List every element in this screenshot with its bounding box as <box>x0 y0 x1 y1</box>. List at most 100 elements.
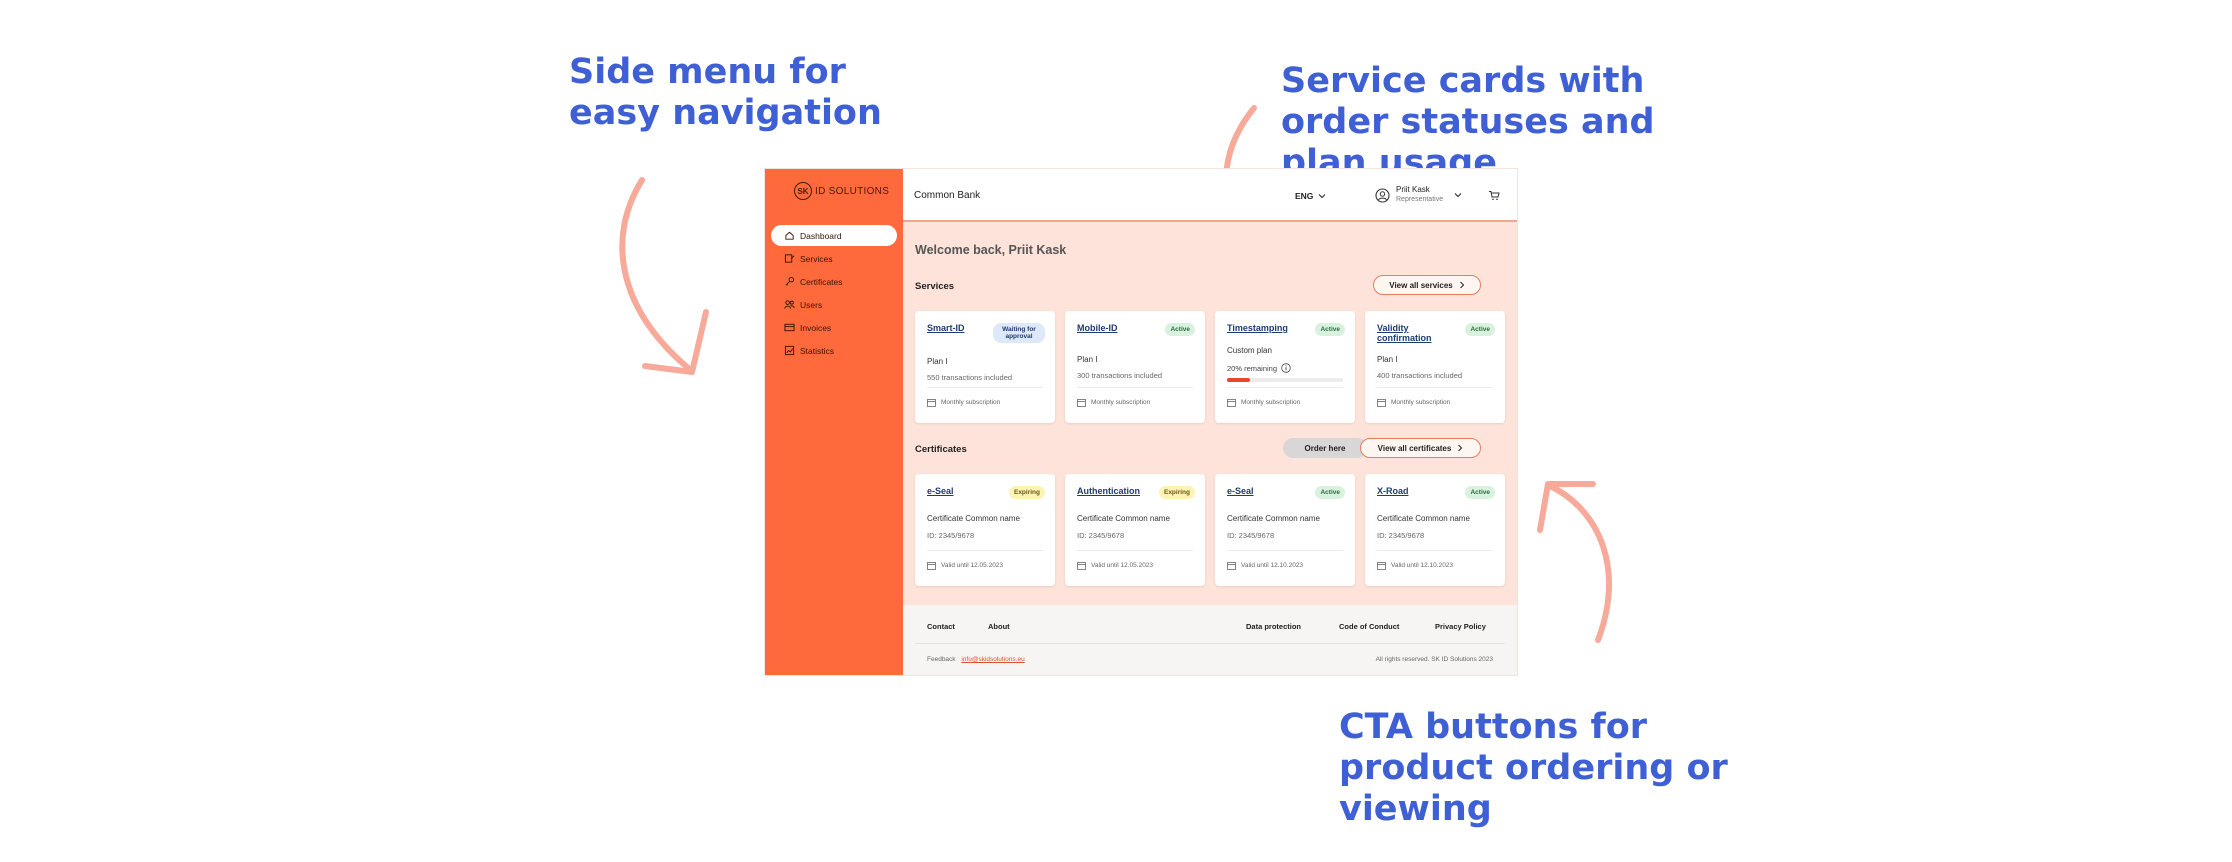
certificate-card-e-seal[interactable]: e-Seal Expiring Certificate Common name … <box>915 474 1055 586</box>
chevron-right-icon <box>1459 281 1464 289</box>
plan-name: Custom plan <box>1227 346 1272 355</box>
plan-name: Plan I <box>1377 355 1398 364</box>
sidebar-item-dashboard[interactable]: Dashboard <box>771 225 897 246</box>
progress-fill <box>1227 378 1251 382</box>
certificate-name: Certificate Common name <box>1227 514 1320 523</box>
arrow-to-cta-buttons <box>1547 483 1613 643</box>
status-badge: Expiring <box>1158 486 1195 499</box>
chart-icon <box>784 345 795 356</box>
footer-link-about[interactable]: About <box>988 622 1010 631</box>
brand-logo[interactable]: SK ID SOLUTIONS <box>794 182 889 200</box>
certificate-card-authentication[interactable]: Authentication Expiring Certificate Comm… <box>1065 474 1205 586</box>
status-badge: Waiting for approval <box>993 323 1045 343</box>
certificate-card-x-road[interactable]: X-Road Active Certificate Common name ID… <box>1365 474 1505 586</box>
certificate-card-e-seal-2[interactable]: e-Seal Active Certificate Common name ID… <box>1215 474 1355 586</box>
button-label: Order here <box>1304 443 1346 453</box>
arrow-to-cta-buttons-head <box>1537 481 1596 533</box>
divider <box>1077 387 1193 388</box>
service-card-smart-id[interactable]: Smart-ID Waiting for approval Plan I 550… <box>915 311 1055 423</box>
plan-name: Plan I <box>927 357 948 366</box>
plan-name: Plan I <box>1077 355 1098 364</box>
card-title[interactable]: X-Road <box>1377 486 1409 496</box>
services-section-title: Services <box>915 281 955 292</box>
footer-link-privacy-policy[interactable]: Privacy Policy <box>1435 622 1486 631</box>
footer-link-data-protection[interactable]: Data protection <box>1246 622 1302 631</box>
user-menu[interactable]: Priit Kask Representative <box>1375 185 1443 205</box>
footer-link-contact[interactable]: Contact <box>927 622 955 631</box>
sidebar-item-label: Certificates <box>800 276 843 287</box>
divider <box>1227 550 1343 551</box>
card-title[interactable]: Authentication <box>1077 486 1140 496</box>
annotation-side-menu: Side menu for easy navigation <box>569 52 882 133</box>
certificate-id: ID: 2345/9678 <box>1227 531 1275 540</box>
side-menu: Dashboard Services Certificates Users In… <box>771 225 897 363</box>
sidebar-item-services[interactable]: Services <box>771 248 897 269</box>
home-icon <box>785 231 794 240</box>
card-title[interactable]: Smart-ID <box>927 323 965 333</box>
plan-usage: 400 transactions included <box>1377 371 1463 380</box>
card-title[interactable]: Timestamping <box>1227 323 1288 333</box>
welcome-heading: Welcome back, Priit Kask <box>915 243 1067 257</box>
sidebar-item-statistics[interactable]: Statistics <box>771 340 897 361</box>
service-card-mobile-id[interactable]: Mobile-ID Active Plan I 300 transactions… <box>1065 311 1205 423</box>
language-selector[interactable]: ENG <box>1295 191 1326 201</box>
order-here-button[interactable]: Order here <box>1283 438 1367 458</box>
cart-icon[interactable] <box>1488 190 1500 201</box>
card-footer: Valid until 12.05.2023 <box>927 561 1003 570</box>
certificates-section-title: Certificates <box>915 444 967 455</box>
calendar-icon <box>1227 562 1236 570</box>
top-bar: Common Bank ENG Priit Kask Representativ… <box>903 169 1517 222</box>
info-icon[interactable] <box>1281 363 1291 373</box>
user-avatar-icon <box>1375 187 1390 203</box>
sidebar-item-users[interactable]: Users <box>771 294 897 315</box>
view-all-certificates-button[interactable]: View all certificates <box>1360 438 1481 458</box>
page-footer: Contact About Data protection Code of Co… <box>903 605 1517 675</box>
status-badge: Active <box>1465 323 1495 336</box>
card-title[interactable]: e-Seal <box>927 486 954 496</box>
feedback-label: Feedback <box>927 656 956 663</box>
service-card-validity-confirmation[interactable]: Validity confirmation Active Plan I 400 … <box>1365 311 1505 423</box>
status-badge: Active <box>1465 486 1495 499</box>
subscription-label: Monthly subscription <box>1091 399 1151 406</box>
status-badge: Active <box>1165 323 1195 336</box>
view-all-services-button[interactable]: View all services <box>1373 275 1481 295</box>
divider <box>927 550 1043 551</box>
status-badge: Active <box>1315 486 1345 499</box>
card-title[interactable]: Validity confirmation <box>1377 323 1432 343</box>
certificate-id: ID: 2345/9678 <box>927 531 975 540</box>
service-card-timestamping[interactable]: Timestamping Active Custom plan 20% rema… <box>1215 311 1355 423</box>
certificate-name: Certificate Common name <box>1077 514 1170 523</box>
sidebar-item-invoices[interactable]: Invoices <box>771 317 897 338</box>
plan-usage: 300 transactions included <box>1077 371 1163 380</box>
main-content: Common Bank ENG Priit Kask Representativ… <box>903 169 1517 675</box>
calendar-icon <box>927 399 936 407</box>
arrow-to-side-menu-head <box>642 309 709 375</box>
key-icon <box>785 276 795 286</box>
certificate-id: ID: 2345/9678 <box>1377 531 1425 540</box>
sidebar-item-label: Services <box>800 253 833 264</box>
valid-until-label: Valid until 12.05.2023 <box>1091 562 1154 569</box>
calendar-icon <box>1377 399 1386 407</box>
chevron-down-icon[interactable] <box>1454 192 1462 198</box>
card-footer: Valid until 12.05.2023 <box>1077 561 1153 570</box>
language-label: ENG <box>1295 191 1314 201</box>
sidebar-item-certificates[interactable]: Certificates <box>771 271 897 292</box>
card-footer: Monthly subscription <box>927 398 1000 407</box>
footer-link-code-of-conduct[interactable]: Code of Conduct <box>1339 622 1400 631</box>
feedback-line: Feedback info@skidsolutions.eu <box>927 656 1025 663</box>
organization-name: Common Bank <box>914 190 981 201</box>
divider <box>927 387 1043 388</box>
card-footer: Monthly subscription <box>1227 398 1300 407</box>
users-icon <box>784 300 795 309</box>
feedback-email-link[interactable]: info@skidsolutions.eu <box>961 656 1025 663</box>
card-title[interactable]: Mobile-ID <box>1077 323 1118 333</box>
footer-divider <box>915 643 1505 644</box>
calendar-icon <box>927 562 936 570</box>
divider <box>1377 550 1493 551</box>
card-title[interactable]: e-Seal <box>1227 486 1254 496</box>
status-badge: Expiring <box>1008 486 1045 499</box>
valid-until-label: Valid until 12.10.2023 <box>1391 562 1454 569</box>
user-role: Representative <box>1396 196 1444 203</box>
calendar-icon <box>1077 562 1086 570</box>
button-label: View all certificates <box>1377 443 1452 453</box>
